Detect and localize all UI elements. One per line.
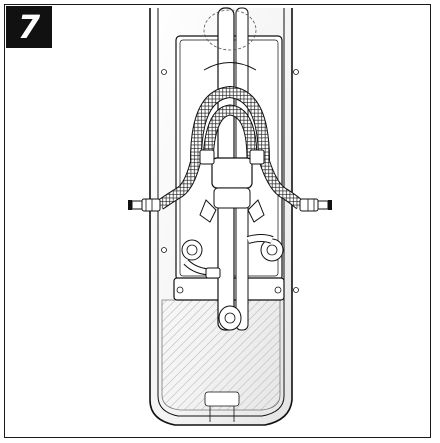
braided-hoses (156, 85, 304, 210)
step-number-badge: 7 (6, 6, 52, 48)
mixing-valve (199, 149, 265, 223)
mounting-screws (161, 69, 299, 293)
step-number: 7 (17, 8, 41, 46)
left-inlet-fitting (128, 198, 161, 212)
upper-outlet-dashed (203, 9, 257, 71)
lower-outlet-fittings (181, 234, 284, 279)
right-inlet-fitting (299, 198, 332, 212)
